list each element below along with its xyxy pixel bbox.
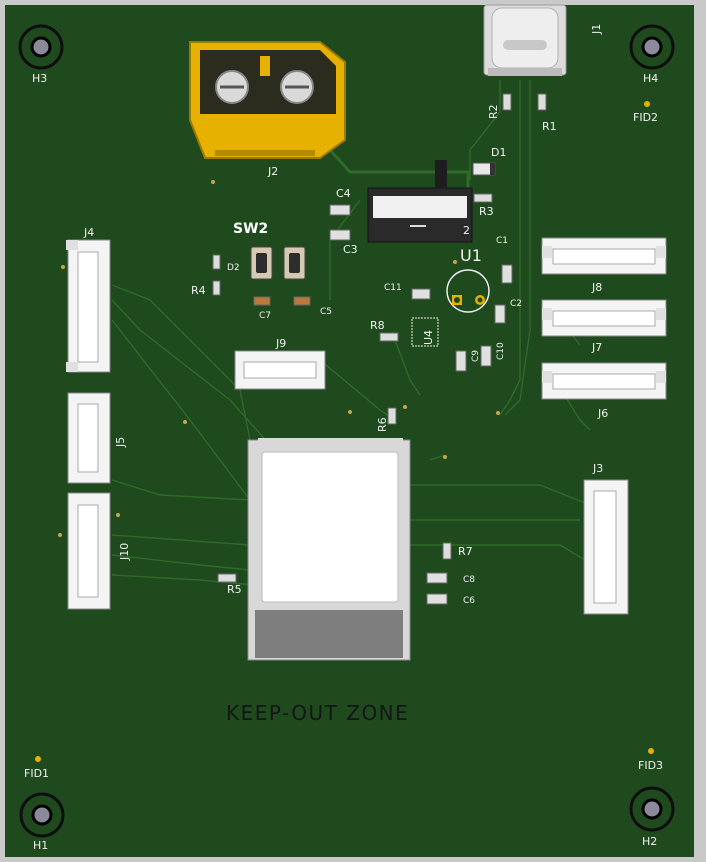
j6-label: J6	[597, 407, 608, 420]
capacitor-c7	[253, 296, 271, 306]
c1-label: C1	[496, 236, 508, 246]
mounting-hole-h1	[19, 792, 65, 838]
c11-label: C11	[384, 283, 402, 293]
fid2-label: FID2	[633, 111, 658, 124]
capacitor-c3	[329, 229, 351, 241]
stray-2-label: 2	[463, 224, 470, 237]
j10-label: J10	[118, 543, 131, 561]
capacitor-c1	[501, 264, 513, 284]
capacitor-c9	[455, 350, 467, 372]
resistor-r5	[217, 573, 237, 583]
u4-label: U4	[422, 330, 435, 345]
fiducial-fid2	[644, 101, 650, 107]
j5-label: J5	[114, 437, 127, 448]
push-button-sw2b[interactable]	[283, 246, 306, 280]
vias	[58, 180, 500, 550]
d1-cathode-band	[490, 163, 495, 175]
j7-label: J7	[591, 341, 602, 354]
esp32-module	[247, 438, 411, 661]
capacitor-c10	[480, 345, 492, 367]
c8-label: C8	[463, 575, 475, 585]
resistor-r8	[379, 332, 399, 342]
d2-label: D2	[227, 263, 240, 273]
component-u1	[446, 269, 490, 313]
c5-label: C5	[320, 307, 332, 317]
c2-label: C2	[510, 299, 522, 309]
capacitor-c8	[426, 572, 448, 584]
j8-label: J8	[591, 281, 602, 294]
capacitor-c2	[494, 304, 506, 324]
fiducial-fid3	[648, 748, 654, 754]
connector-j5	[67, 392, 111, 484]
j9-label: J9	[275, 337, 286, 350]
ic-u4	[411, 317, 439, 347]
c6-label: C6	[463, 596, 475, 606]
r1-label: R1	[542, 120, 557, 133]
c7-label: C7	[259, 311, 271, 321]
capacitor-c5	[293, 296, 311, 306]
fiducial-fid1	[35, 756, 41, 762]
resistor-r2	[502, 93, 512, 111]
capacitor-c6	[426, 593, 448, 605]
c10-label: C10	[496, 342, 506, 360]
r7-label: R7	[458, 545, 473, 558]
h2-label: H2	[642, 835, 657, 848]
screw-terminal-j2	[189, 41, 346, 159]
u1-label: U1	[460, 246, 482, 265]
keep-out-zone-label: KEEP-OUT ZONE	[226, 701, 409, 725]
j3-label: J3	[592, 462, 603, 475]
capacitor-c4	[329, 204, 351, 216]
j4-label: J4	[83, 226, 94, 239]
c4-label: C4	[336, 187, 351, 200]
mounting-hole-h3	[18, 24, 64, 70]
r8-label: R8	[370, 319, 385, 332]
resistor-r3	[473, 193, 493, 203]
j2-label: J2	[267, 165, 278, 178]
connector-j9	[234, 350, 326, 390]
c9-label: C9	[471, 350, 481, 362]
fid1-label: FID1	[24, 767, 49, 780]
connector-j8	[541, 237, 667, 275]
h1-label: H1	[33, 839, 48, 852]
voltage-regulator	[367, 160, 473, 243]
connector-j4	[66, 239, 111, 373]
r5-label: R5	[227, 583, 242, 596]
resistor-r6	[387, 407, 397, 425]
push-button-sw2a[interactable]	[250, 246, 273, 280]
usb-c-connector-j1	[483, 4, 567, 76]
resistor-r7	[442, 542, 452, 560]
j1-label: J1	[590, 24, 603, 35]
connector-j3	[583, 479, 629, 615]
sw2-label: SW2	[233, 221, 268, 237]
h3-label: H3	[32, 72, 47, 85]
resistor-r1	[537, 93, 547, 111]
r6-label: R6	[376, 417, 389, 432]
led-d2	[212, 254, 221, 270]
mounting-hole-h4	[629, 24, 675, 70]
d1-label: D1	[491, 146, 506, 159]
resistor-r4	[212, 280, 221, 296]
c3-label: C3	[343, 243, 358, 256]
connector-j7	[541, 299, 667, 337]
connector-j10	[67, 492, 111, 610]
traces	[111, 80, 591, 586]
pcb-substrate	[5, 5, 694, 857]
fid3-label: FID3	[638, 759, 663, 772]
h4-label: H4	[643, 72, 658, 85]
r3-label: R3	[479, 205, 494, 218]
connector-j6	[541, 362, 667, 400]
capacitor-c11	[411, 288, 431, 300]
r4-label: R4	[191, 284, 206, 297]
mounting-hole-h2	[629, 786, 675, 832]
r2-label: R2	[487, 104, 500, 119]
